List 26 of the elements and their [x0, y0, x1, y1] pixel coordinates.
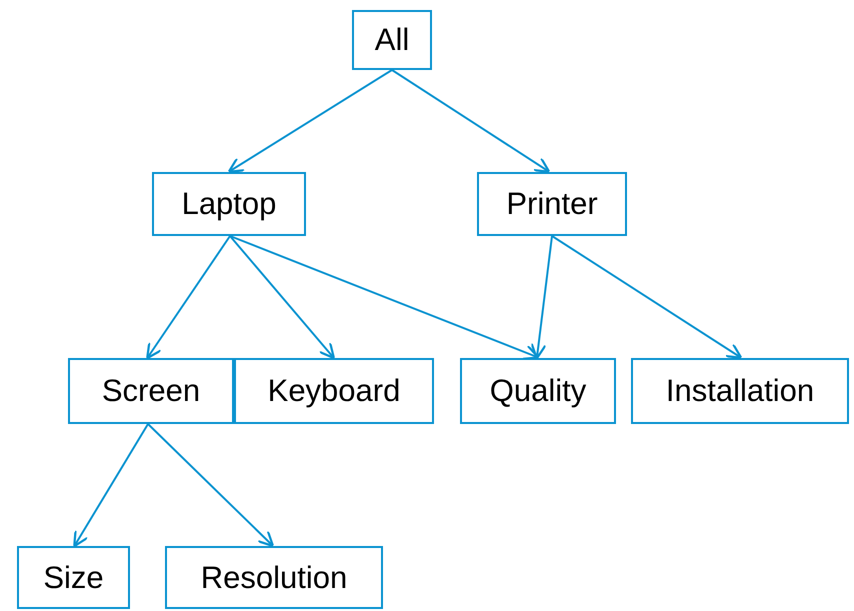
category-box	[352, 10, 432, 70]
category-box	[68, 358, 234, 424]
category-box	[234, 358, 434, 424]
arrow	[391, 69, 550, 173]
category-box	[631, 358, 849, 424]
category-box	[152, 172, 306, 236]
arrow	[229, 235, 336, 360]
node-label: Printer	[506, 186, 598, 222]
node-label: Size	[43, 560, 104, 596]
arrow	[73, 423, 149, 548]
arrow	[551, 235, 742, 359]
node-label: Laptop	[182, 186, 276, 222]
category-box	[460, 358, 616, 424]
category-box	[165, 546, 383, 609]
arrow	[147, 423, 274, 548]
node-label: Installation	[666, 373, 814, 409]
category-box	[17, 546, 130, 609]
node-label: Keyboard	[268, 373, 400, 409]
node-label: Screen	[102, 373, 200, 409]
category-box	[477, 172, 627, 236]
arrow	[530, 236, 553, 360]
arrow	[146, 235, 231, 360]
node-label: Quality	[490, 373, 586, 409]
node-label: Resolution	[200, 560, 348, 596]
arrow	[228, 69, 393, 173]
node-label: All	[374, 22, 410, 58]
